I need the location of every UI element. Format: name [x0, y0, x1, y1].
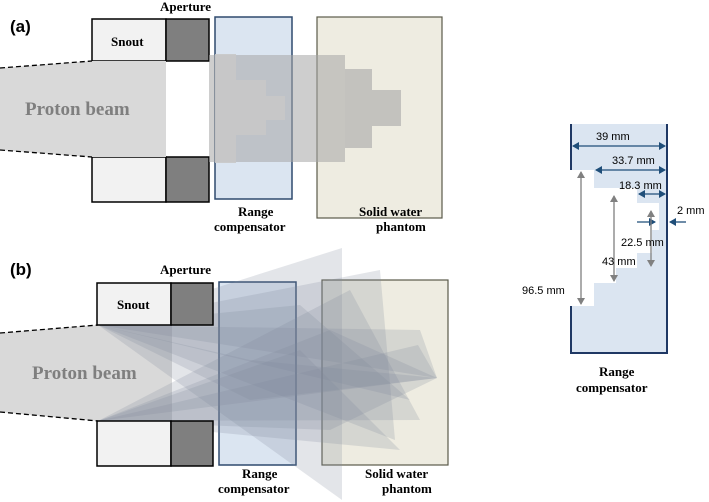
panel-b-rc-label-1: Range	[242, 466, 278, 481]
panel-a-aperture-bottom	[165, 156, 210, 203]
panel-a-beam-label: Proton beam	[25, 99, 130, 120]
dim-h2-label: 43 mm	[602, 256, 636, 268]
detail-label-2: compensator	[576, 380, 648, 395]
panel-b-rc-label-2: compensator	[218, 481, 290, 496]
panel-a: (a) Aperture Snout Proton beam Range com…	[0, 0, 443, 234]
panel-a-rc-label-1: Range	[238, 204, 274, 219]
panel-a-tag: (a)	[10, 17, 31, 36]
detail-label-1: Range	[599, 364, 635, 379]
panel-a-dose-profile	[345, 55, 401, 162]
panel-a-snout-bottom	[91, 156, 167, 203]
panel-b-snout-bottom	[96, 420, 172, 467]
panel-a-aperture-label: Aperture	[160, 0, 211, 14]
panel-a-aperture-top	[165, 18, 210, 62]
panel-b: (b) Aperture Proton beam Snout	[0, 248, 449, 500]
panel-b-tag: (b)	[10, 260, 32, 279]
dim-width-label: 39 mm	[596, 131, 630, 143]
panel-a-phantom-label-2: phantom	[376, 219, 426, 234]
panel-b-beam-label: Proton beam	[32, 363, 137, 384]
panel-a-rc-label-2: compensator	[214, 219, 286, 234]
panel-a-compensator-steps	[215, 54, 285, 163]
dim-step2-label: 18.3 mm	[619, 180, 662, 192]
panel-b-range-compensator	[218, 281, 297, 466]
compensator-detail-shape	[571, 124, 667, 353]
dim-h1-label: 22.5 mm	[621, 237, 664, 249]
panel-a-snout-label: Snout	[111, 34, 144, 49]
panel-a-phantom-label-1: Solid water	[359, 204, 422, 219]
panel-b-snout-label: Snout	[117, 297, 150, 312]
panel-b-phantom-label-2: phantom	[382, 481, 432, 496]
dim-step1-label: 33.7 mm	[612, 155, 655, 167]
panel-a-beam-cone	[0, 61, 166, 157]
panel-b-aperture-bottom	[170, 420, 214, 467]
panel-b-phantom-label-1: Solid water	[365, 466, 428, 481]
compensator-detail: 39 mm 33.7 mm 18.3 mm 2 mm 22.5 mm 43 mm…	[522, 124, 705, 395]
panel-b-aperture-label: Aperture	[160, 262, 211, 277]
panel-b-snout-top	[96, 282, 172, 326]
panel-b-aperture-top	[170, 282, 214, 326]
panel-b-phantom	[321, 279, 449, 466]
panel-b-beam-cone	[0, 325, 172, 421]
dim-step3-label: 2 mm	[677, 205, 705, 217]
dim-h3-label: 96.5 mm	[522, 285, 565, 297]
